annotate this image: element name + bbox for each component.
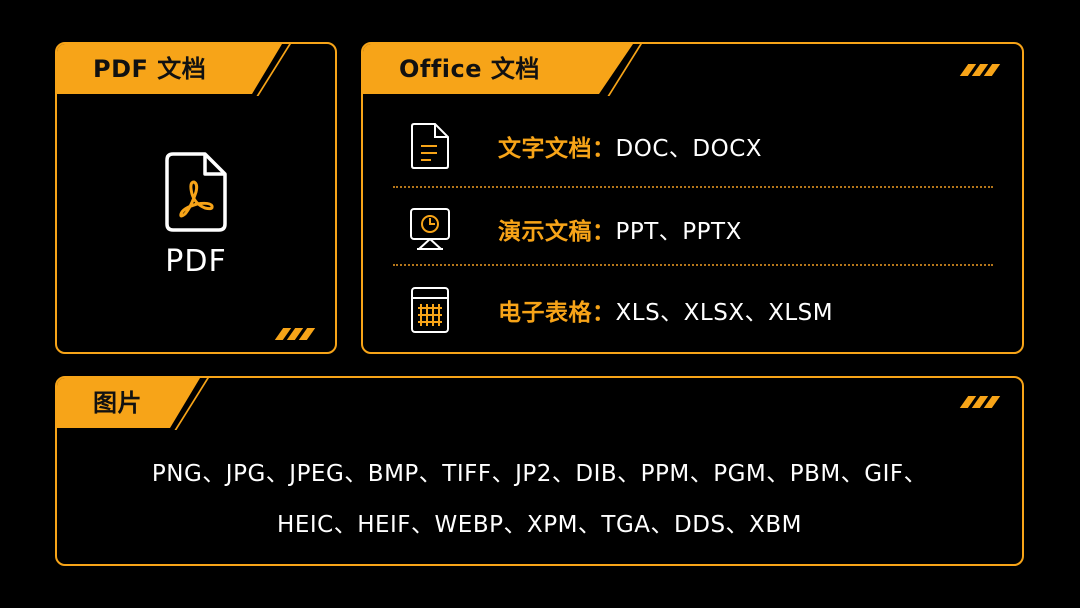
stripes-decoration: [959, 396, 1001, 408]
row-label: 电子表格：: [498, 300, 616, 326]
image-card: 图片 PNG、JPG、JPEG、BMP、TIFF、JP2、DIB、PPM、PGM…: [55, 376, 1024, 566]
document-icon: [411, 123, 449, 169]
row-label: 文字文档：: [498, 136, 616, 162]
image-card-title: 图片: [57, 378, 200, 428]
pdf-file-icon: [165, 152, 227, 232]
stripes-decoration: [274, 328, 316, 340]
office-row-presentation: 演示文稿：PPT、PPTX: [363, 199, 1022, 259]
office-row-spreadsheet: 电子表格：XLS、XLSX、XLSM: [363, 280, 1022, 340]
office-card-title: Office 文档: [363, 44, 633, 94]
stripes-decoration: [959, 64, 1001, 76]
row-divider: [393, 264, 993, 266]
pdf-icon-label: PDF: [165, 244, 227, 279]
row-value: XLS、XLSX、XLSM: [615, 300, 834, 326]
presentation-icon: [410, 208, 450, 250]
row-value: DOC、DOCX: [615, 136, 763, 162]
image-formats-line-2: HEIC、HEIF、WEBP、XPM、TGA、DDS、XBM: [277, 512, 802, 538]
image-formats-line-1: PNG、JPG、JPEG、BMP、TIFF、JP2、DIB、PPM、PGM、PB…: [151, 461, 928, 487]
spreadsheet-icon: [411, 287, 449, 333]
office-row-document: 文字文档：DOC、DOCX: [363, 116, 1022, 176]
office-card: Office 文档 文字文档：DOC、DOCX 演示文稿：PPT、PPTX: [361, 42, 1024, 354]
row-value: PPT、PPTX: [615, 219, 742, 245]
row-label: 演示文稿：: [498, 219, 616, 245]
pdf-card: PDF 文档 PDF: [55, 42, 337, 354]
pdf-card-title: PDF 文档: [57, 44, 282, 94]
row-divider: [393, 186, 993, 188]
